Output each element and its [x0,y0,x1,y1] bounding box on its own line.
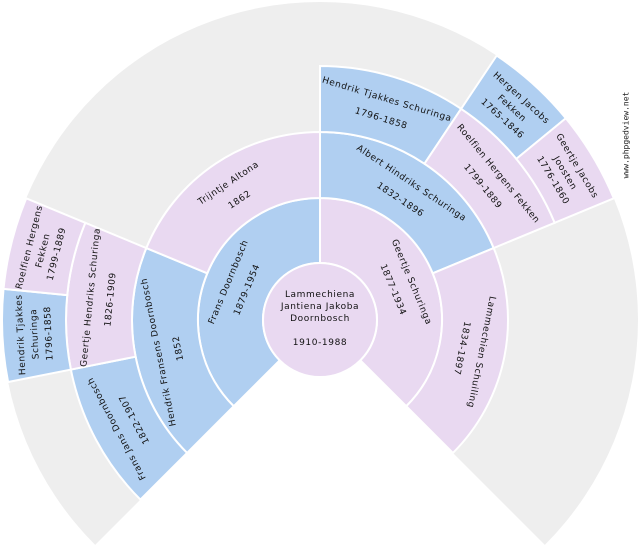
person-dates: 1910-1988 [293,338,347,348]
watermark: www.phpgedview.net [621,91,631,179]
person-dates: 1796-1858 [43,306,56,361]
person-name: Schuringa [29,308,41,359]
ancestor-segment[interactable] [404,246,509,455]
ancestor-segment[interactable] [514,116,616,225]
person-name: Doornbosch [290,314,350,324]
person-name: Jantiena Jakoba [280,302,359,312]
person-name: Lammechiena [285,290,355,300]
person-dates: 1852 [171,335,186,362]
person-name: Hendrik Tjakkes [14,294,28,375]
ancestor-segment[interactable] [2,197,87,297]
root-person[interactable] [262,262,378,378]
